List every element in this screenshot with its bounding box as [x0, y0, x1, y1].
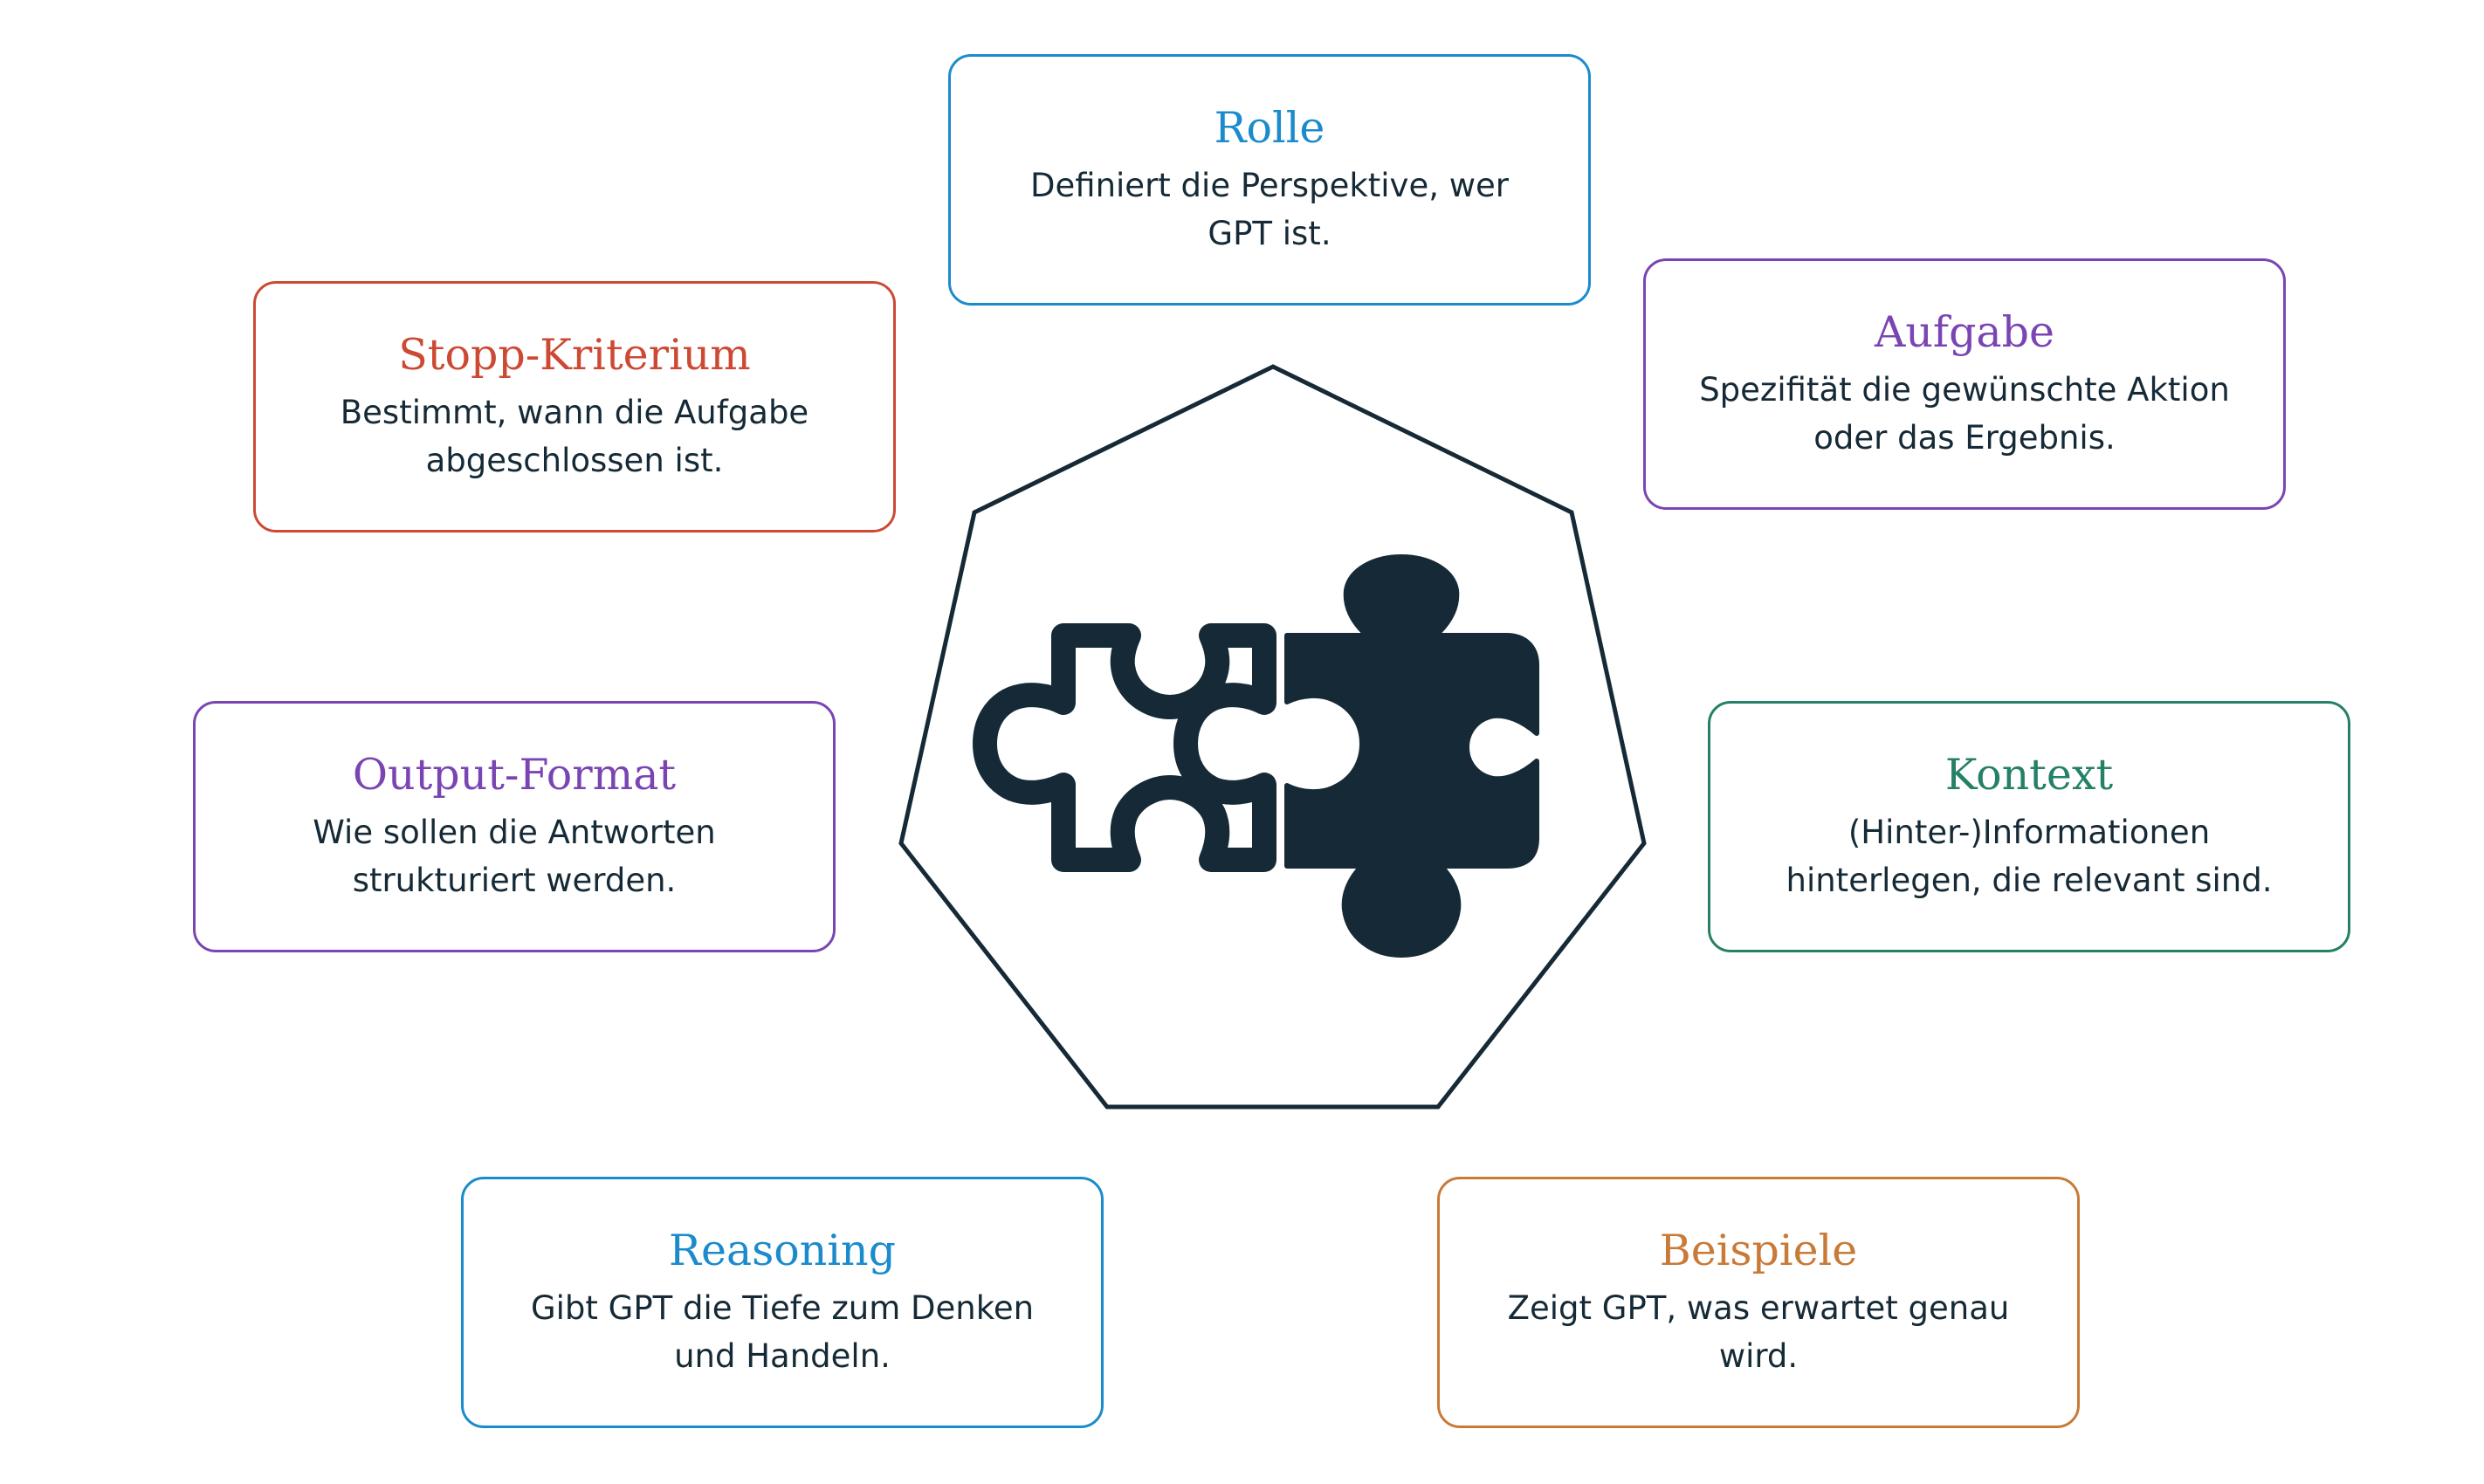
- card-description-stopp-kriterium: Bestimmt, wann die Aufgabe abgeschlossen…: [340, 394, 809, 479]
- card-description-output-format: Wie sollen die Antworten strukturiert we…: [313, 814, 716, 899]
- card-aufgabe: Aufgabe Spezifität die gewünschte Aktion…: [1643, 258, 2286, 510]
- puzzle-piece-outline: [973, 623, 1276, 872]
- card-title-kontext: Kontext: [1944, 750, 2114, 800]
- card-stopp-kriterium: Stopp-Kriterium Bestimmt, wann die Aufga…: [253, 281, 896, 532]
- card-kontext: Kontext (Hinter-)Informationen hinterleg…: [1708, 701, 2350, 952]
- card-output-format: Output-Format Wie sollen die Antworten s…: [193, 701, 836, 952]
- card-beispiele: Beispiele Zeigt GPT, was erwartet genau …: [1437, 1177, 2080, 1428]
- card-description-reasoning: Gibt GPT die Tiefe zum Denken und Handel…: [530, 1289, 1035, 1375]
- card-title-aufgabe: Aufgabe: [1874, 307, 2055, 357]
- card-title-output-format: Output-Format: [352, 750, 677, 800]
- card-title-rolle: Rolle: [1214, 103, 1325, 153]
- card-description-rolle: Definiert die Perspektive, wer GPT ist.: [1030, 167, 1509, 252]
- card-reasoning: Reasoning Gibt GPT die Tiefe zum Denken …: [461, 1177, 1104, 1428]
- puzzle-pieces-icon: [973, 554, 1539, 958]
- card-description-aufgabe: Spezifität die gewünschte Aktion oder da…: [1699, 371, 2230, 457]
- heptagon-outline: [898, 364, 1647, 1110]
- card-description-kontext: (Hinter-)Informationen hinterlegen, die …: [1786, 814, 2273, 899]
- card-description-beispiele: Zeigt GPT, was erwartet genau wird.: [1507, 1289, 2010, 1375]
- card-title-beispiele: Beispiele: [1659, 1226, 1858, 1275]
- puzzle-piece-solid: [1284, 554, 1539, 958]
- card-rolle: Rolle Definiert die Perspektive, wer GPT…: [948, 54, 1591, 306]
- card-title-reasoning: Reasoning: [669, 1226, 896, 1275]
- card-title-stopp-kriterium: Stopp-Kriterium: [398, 330, 751, 380]
